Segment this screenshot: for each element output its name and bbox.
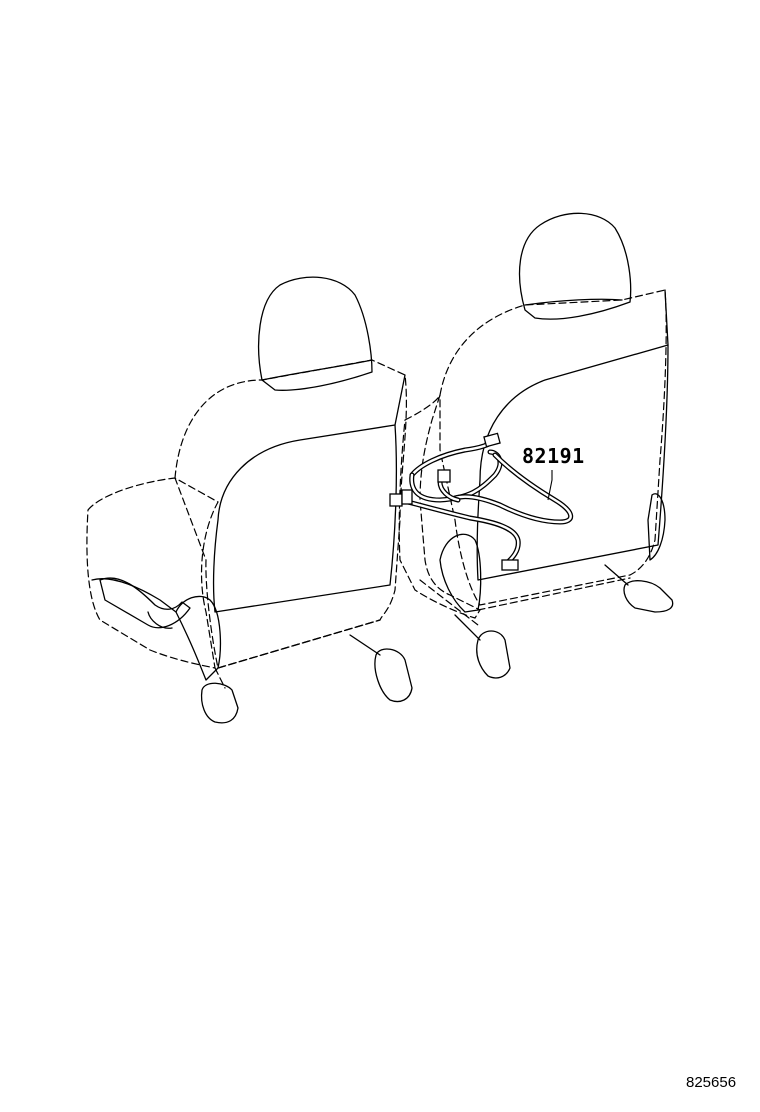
left-seat-lever: [99, 577, 191, 629]
right-seat-cushion: [398, 394, 481, 619]
left-seat-back-ridge: [261, 359, 406, 426]
right-seat-back-panel: [476, 344, 669, 581]
right-seat-bolster-right: [647, 493, 666, 561]
left-seat-cushion: [86, 477, 219, 669]
left-seat-headrest: [258, 276, 373, 391]
right-seat-foot-front: [476, 630, 511, 679]
right-seat: [398, 212, 674, 679]
left-seat-foot-front: [200, 682, 239, 724]
part-number-label: 82191: [522, 444, 585, 468]
right-seat-frame: [419, 577, 631, 626]
connector-left-2: [401, 489, 413, 505]
right-seat-foot-rear: [623, 580, 674, 613]
left-seat-bolster: [175, 595, 222, 681]
right-seat-backrest: [439, 289, 667, 606]
left-seat-cushion-side: [91, 578, 177, 613]
diagram-id-label: 825656: [686, 1074, 737, 1091]
right-seat-headrest: [518, 212, 632, 320]
left-seat-back-panel: [212, 424, 398, 613]
connector-mid: [437, 469, 451, 483]
connector-bottom: [501, 559, 519, 571]
right-seat-bolster: [439, 533, 482, 613]
left-seat-foot-rear: [374, 648, 413, 703]
wire-harness: [389, 432, 574, 571]
left-seat-frame: [214, 619, 381, 689]
part-leader-line: [547, 470, 553, 501]
left-seat-backrest: [174, 359, 407, 669]
connector-left: [389, 493, 403, 507]
right-seat-back-ridge: [524, 289, 669, 346]
left-seat: [86, 276, 413, 724]
connector-top: [483, 432, 501, 448]
